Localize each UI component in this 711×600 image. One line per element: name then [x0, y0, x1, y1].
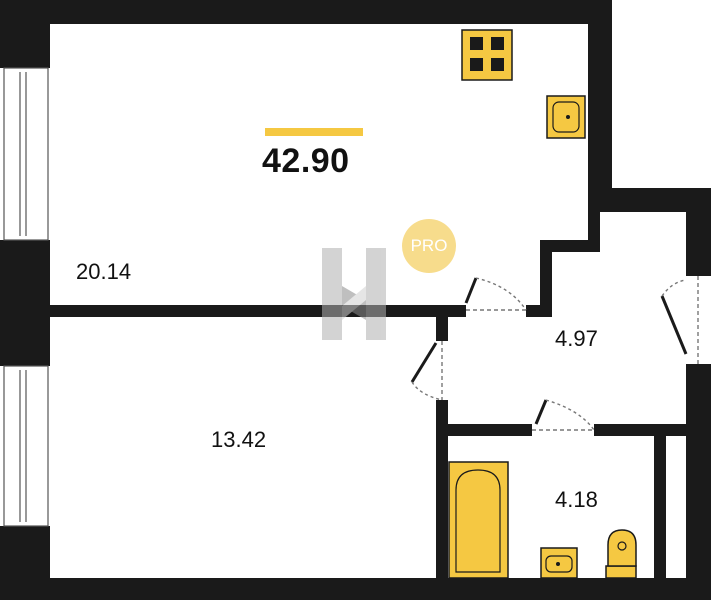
- window-icon: [3, 67, 49, 527]
- room-living-area: 20.14: [76, 259, 132, 284]
- total-area: 42.90: [262, 142, 350, 180]
- room-bedroom-area: 13.42: [211, 427, 267, 452]
- stove-icon: [461, 29, 513, 81]
- watermark-logo-icon: [322, 248, 386, 340]
- door-swing-icon: [410, 276, 699, 431]
- bathtub-icon: [448, 461, 509, 579]
- room-hall-area: 4.97: [555, 326, 598, 351]
- total-area-accent-bar: [265, 128, 363, 136]
- washbasin-icon: [540, 547, 578, 579]
- pro-badge: PRO: [402, 219, 456, 273]
- room-bathroom-area: 4.18: [555, 487, 598, 512]
- kitchen-sink-icon: [546, 95, 586, 139]
- toilet-icon: [605, 529, 637, 579]
